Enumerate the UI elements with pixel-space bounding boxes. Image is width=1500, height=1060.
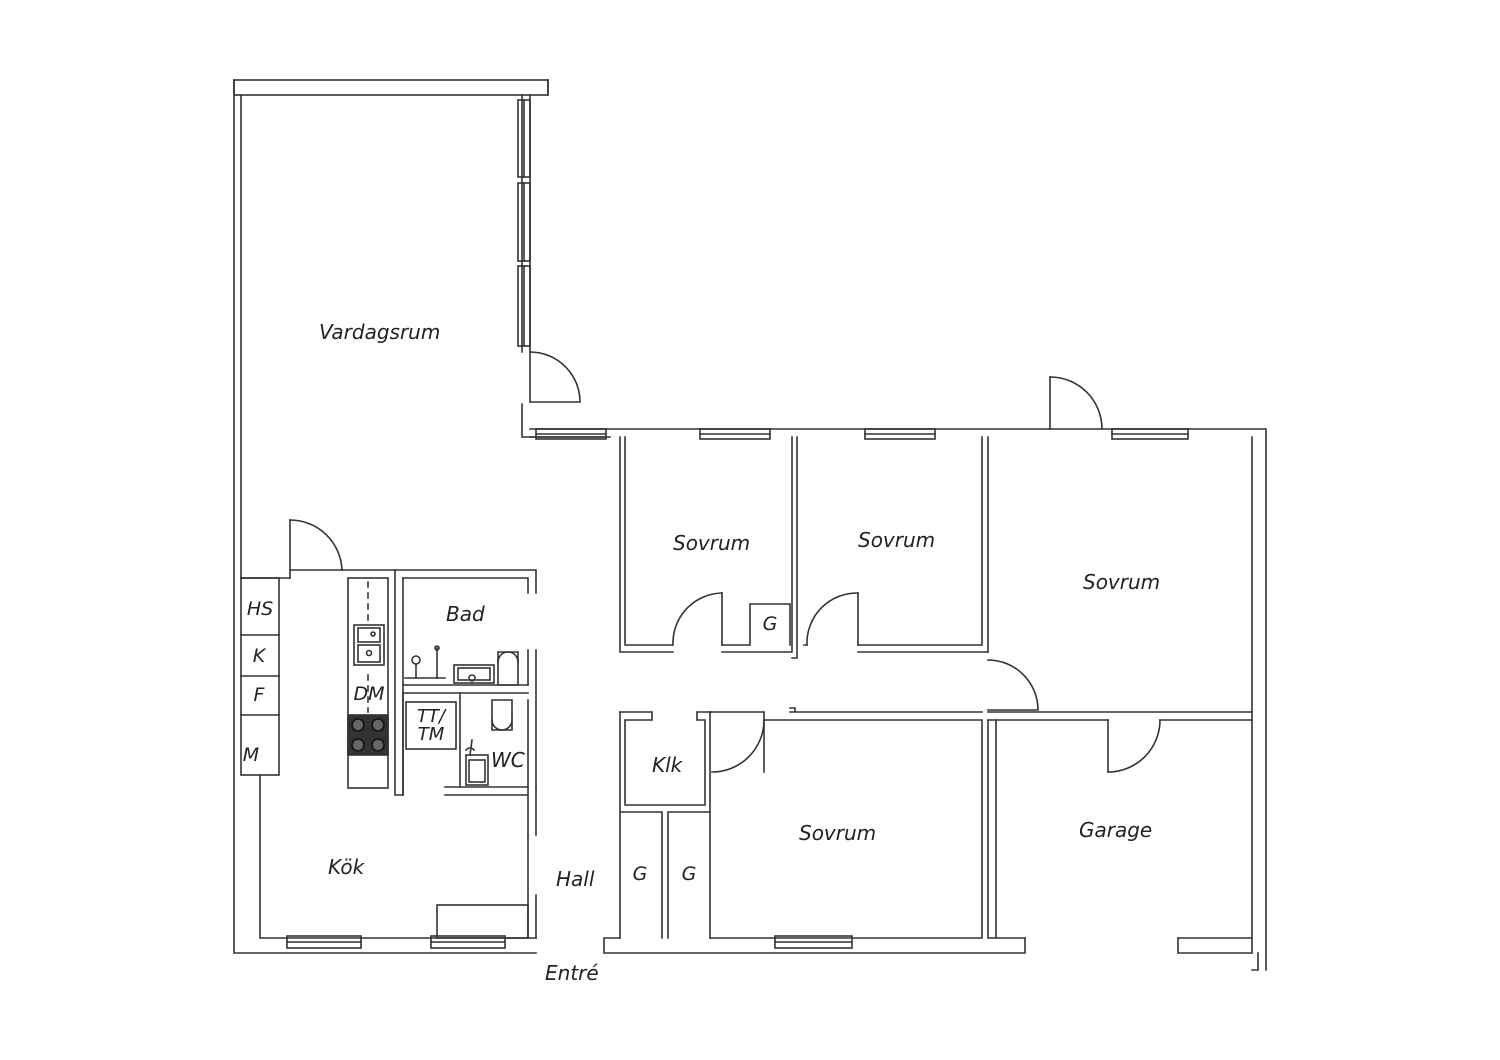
room-label-vardagsrum: Vardagsrum [319, 320, 441, 344]
bedroom-3-walls [987, 376, 1253, 721]
garage-walls [987, 719, 1253, 939]
living-room-door [529, 351, 581, 403]
room-label-sovrum-1: Sovrum [673, 531, 751, 555]
bottom-windows [286, 935, 853, 949]
fixture-label-tm: TM [417, 724, 445, 745]
fixture-label-dm: DM [353, 683, 385, 705]
room-label-hall: Hall [556, 867, 595, 891]
room-label-kok: Kök [328, 855, 365, 879]
room-label-sovrum-2: Sovrum [858, 528, 936, 552]
fixture-label-g-hall-1: G [632, 863, 648, 885]
fixture-label-g-bedroom: G [762, 613, 778, 635]
wall-middle-top [529, 428, 1267, 971]
wall-living-top [233, 79, 549, 96]
room-label-sovrum-4: Sovrum [799, 821, 877, 845]
kitchen-sink [353, 624, 385, 666]
room-label-klk: Klk [652, 753, 683, 777]
room-label-sovrum-3: Sovrum [1083, 570, 1161, 594]
fixture-label-g-hall-2: G [681, 863, 697, 885]
bath-fixtures [404, 645, 519, 786]
fixture-label-hs: HS [246, 598, 274, 620]
wall-living-right [521, 94, 605, 438]
kitchen-stove [347, 714, 389, 756]
room-label-garage: Garage [1079, 818, 1153, 842]
bedroom-2-walls [791, 436, 989, 659]
room-label-entre: Entré [545, 961, 599, 985]
wall-bottom [603, 937, 1026, 954]
room-label-wc: WC [491, 748, 525, 772]
living-room-windows [517, 99, 531, 347]
fixture-label-f: F [253, 684, 265, 706]
bedroom-4-walls [709, 707, 983, 939]
fixture-label-m: M [242, 744, 260, 766]
fixture-label-tt: TT/ [416, 706, 446, 727]
bedroom-1-walls [619, 436, 793, 653]
wall-left-outer [233, 79, 537, 954]
hall-closets [619, 711, 713, 939]
room-label-bad: Bad [446, 602, 485, 626]
kitchen-bath-walls [240, 519, 537, 939]
fixture-label-k: K [252, 645, 266, 667]
top-windows [535, 428, 1189, 440]
fixture-label-tt-tm: TT/ TM [417, 708, 445, 744]
